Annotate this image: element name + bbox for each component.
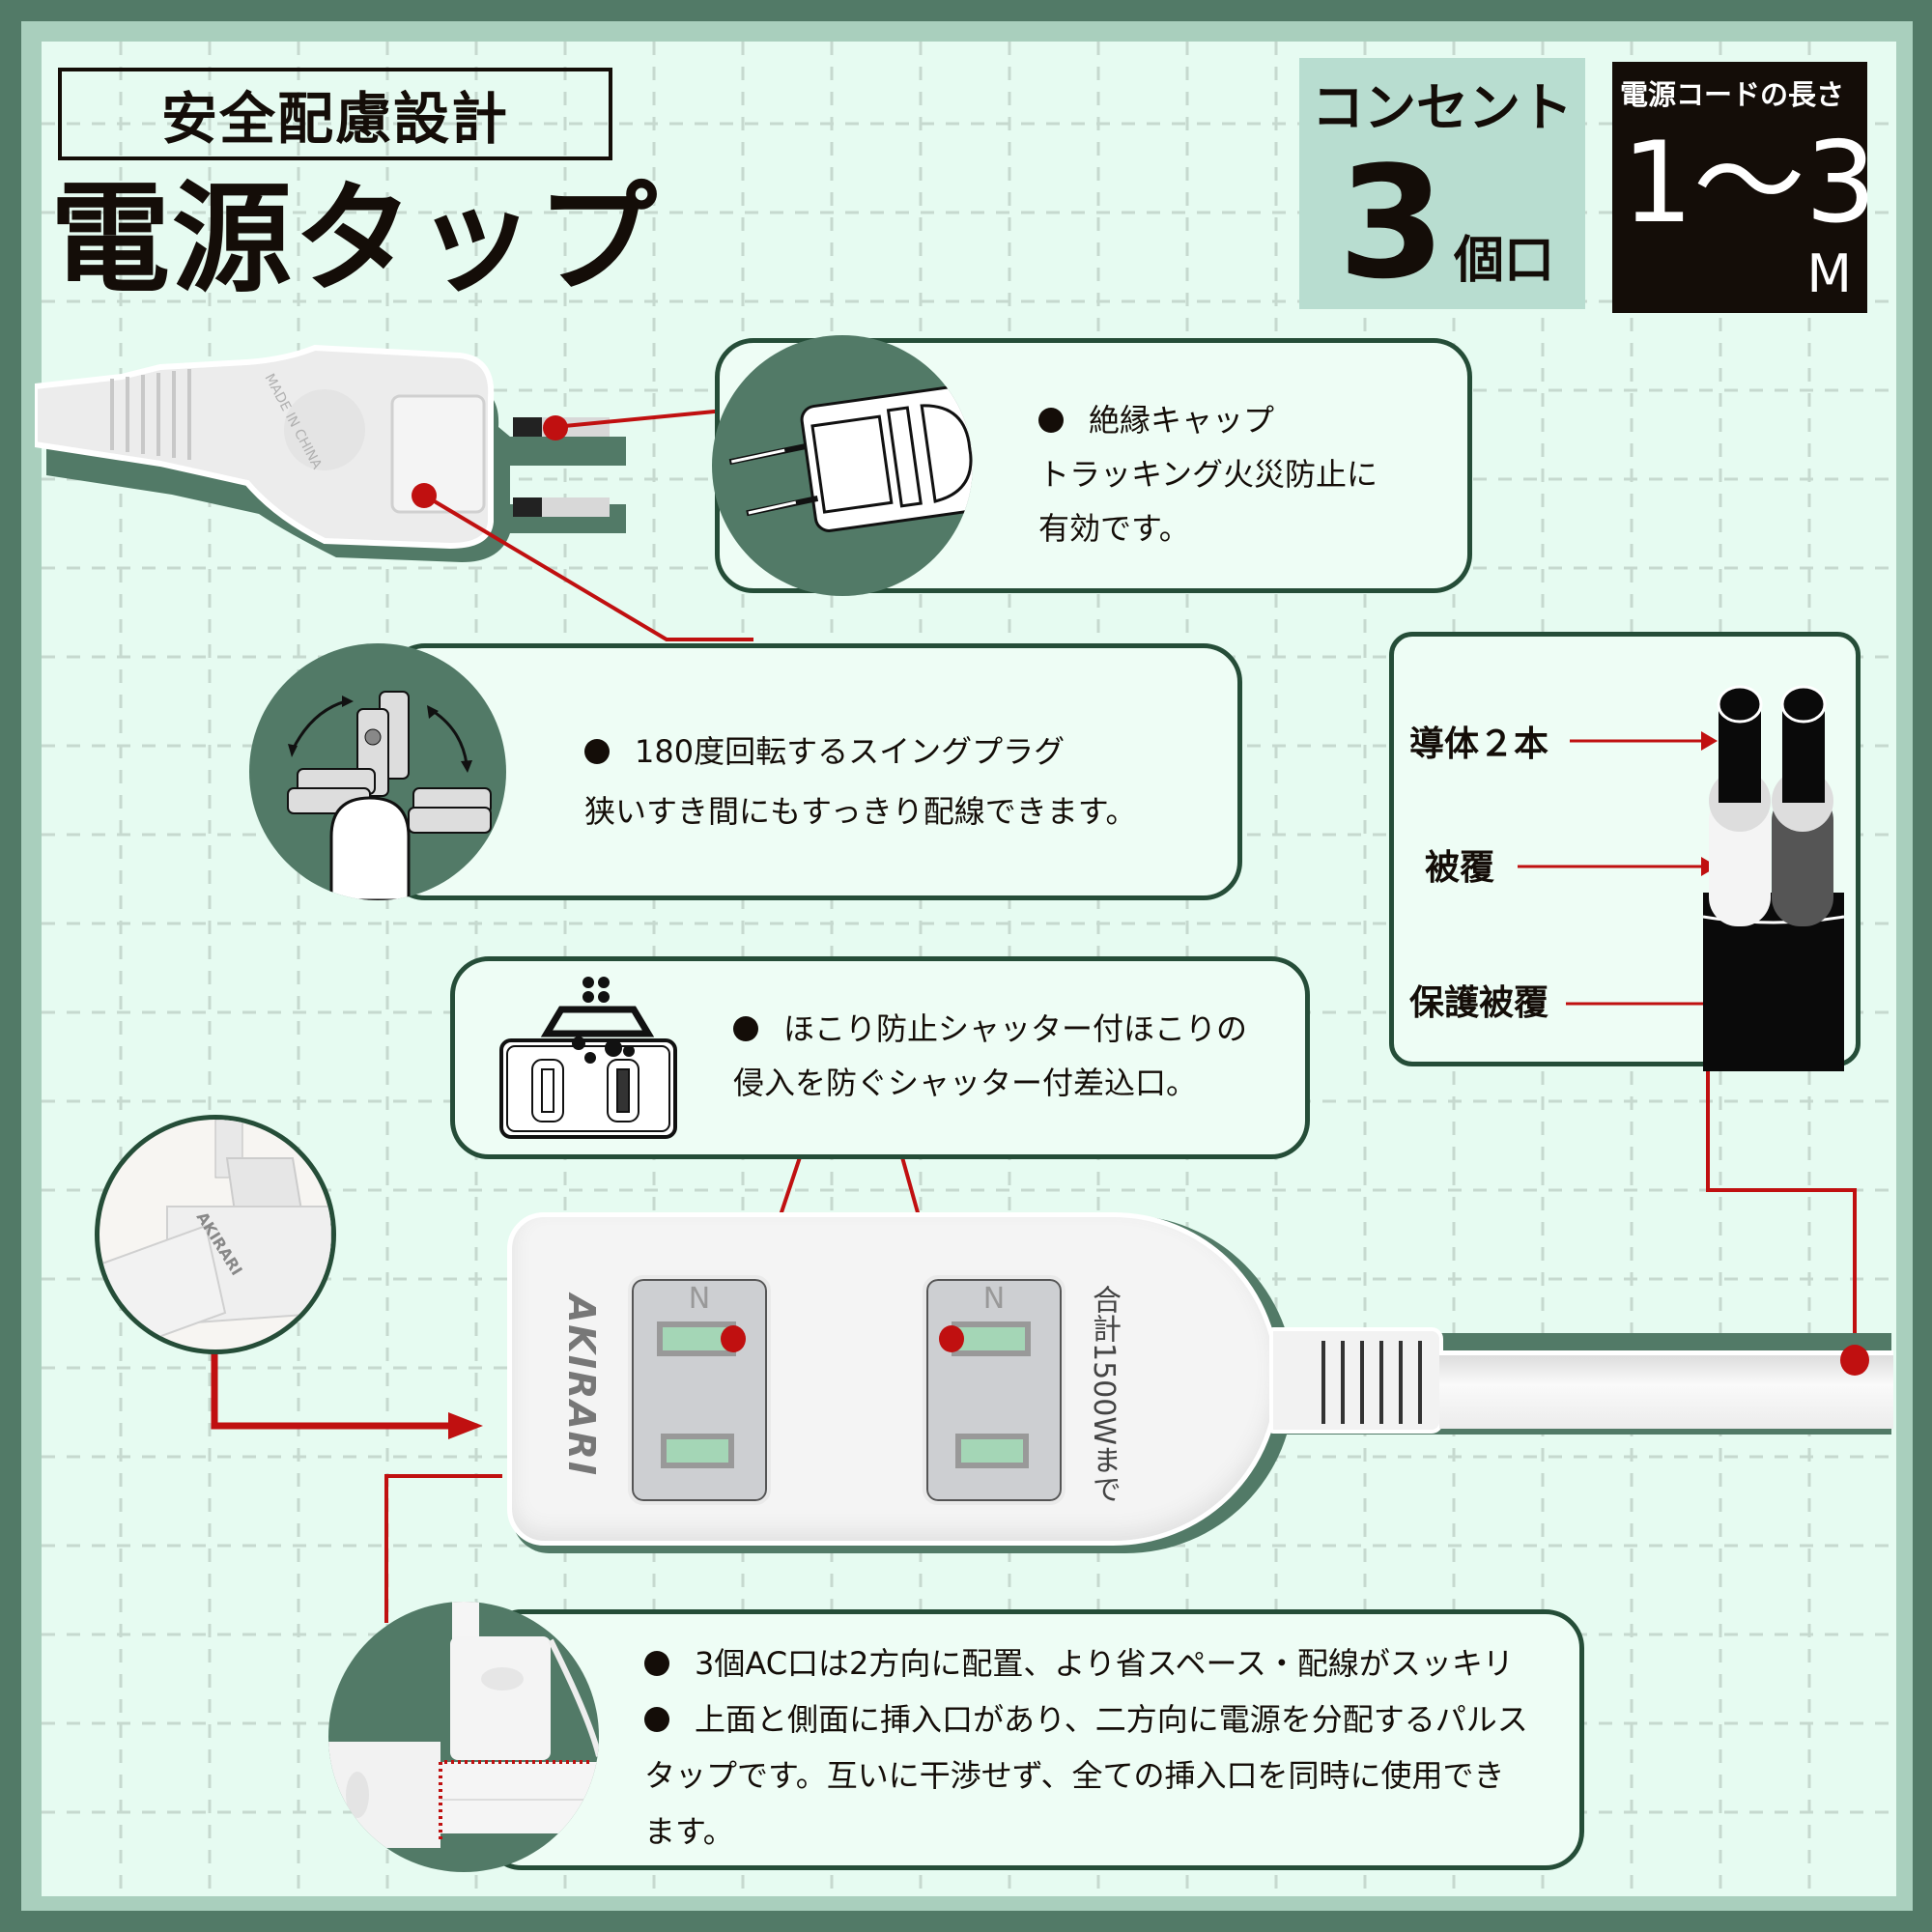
cable-cross-section bbox=[1518, 685, 1845, 1071]
cable-label-insulation: 被覆 bbox=[1425, 848, 1495, 888]
outlet-socket: N bbox=[628, 1275, 771, 1505]
two-direction-illustration bbox=[328, 1602, 599, 1872]
callout-dot bbox=[939, 1325, 964, 1352]
subtitle-text: 安全配慮設計 bbox=[160, 86, 509, 152]
cable-diagram: 導体２本 被覆 保護被覆 bbox=[1389, 632, 1861, 1071]
feature-item: 3個AC口は2方向に配置、より省スペース・配線がスッキリ bbox=[695, 1645, 1514, 1682]
outlet-mark: N bbox=[688, 1282, 711, 1316]
dust-shutter-icon bbox=[499, 977, 677, 1139]
power-cord bbox=[1439, 1350, 1893, 1429]
callout-dot bbox=[412, 483, 437, 508]
swing-plug-illustration bbox=[249, 643, 506, 900]
outlet-socket: N bbox=[923, 1275, 1065, 1505]
power-rating: 合計1500Wまで bbox=[1087, 1285, 1121, 1504]
callout-dot bbox=[721, 1325, 746, 1352]
feature-text: 180度回転するスイングプラグ 狭いすき間にもすっきり配線できます。 bbox=[584, 722, 1137, 841]
callout-dot bbox=[1840, 1345, 1869, 1376]
power-strip: AKIRARI N N 合計1500Wまで bbox=[507, 1212, 1280, 1546]
outlet-slot bbox=[955, 1434, 1029, 1468]
bullet-icon bbox=[644, 1651, 669, 1676]
outlet-slot bbox=[661, 1434, 734, 1468]
feature-line: トラッキング火災防止に bbox=[1038, 456, 1378, 493]
feature-title: ほこり防止シャッター付ほこりの bbox=[783, 1010, 1248, 1047]
insulation-cap-illustration bbox=[712, 335, 973, 596]
cord-length-unit: M bbox=[1806, 243, 1852, 304]
outlet-mark: N bbox=[982, 1282, 1006, 1316]
feature-line: 有効です。 bbox=[1038, 510, 1190, 547]
strain-relief bbox=[1269, 1327, 1443, 1434]
outlet-slot bbox=[657, 1321, 736, 1356]
cable-label-conductor: 導体２本 bbox=[1409, 724, 1549, 764]
feature-text: ほこり防止シャッター付ほこりの 侵入を防ぐシャッター付差込口。 bbox=[733, 1002, 1247, 1110]
feature-title: 絶縁キャップ bbox=[1089, 402, 1275, 439]
cable-label-sheath: 保護被覆 bbox=[1409, 983, 1549, 1023]
bullet-icon bbox=[1038, 408, 1064, 433]
cord-length-range: 1〜3 bbox=[1622, 118, 1877, 248]
outlet-count-badge: コンセント 3 個口 bbox=[1299, 58, 1585, 309]
brand-logo: AKIRARI bbox=[560, 1294, 603, 1478]
bullet-icon bbox=[644, 1707, 669, 1732]
cord-length-badge: 電源コードの長さ 1〜3 M bbox=[1612, 62, 1877, 313]
feature-item: 上面と側面に挿入口があり、二方向に電源を分配するパルス bbox=[695, 1701, 1528, 1738]
feature-line: タップです。互いに干渉せず、全ての挿入口を同時に使用でき bbox=[644, 1757, 1505, 1794]
outlet-count-unit: 個口 bbox=[1454, 232, 1555, 290]
feature-card-two-direction: 3個AC口は2方向に配置、より省スペース・配線がスッキリ 上面と側面に挿入口があ… bbox=[483, 1609, 1584, 1870]
callout-dot bbox=[543, 415, 568, 440]
plug-illustration: MADE IN CHINA bbox=[35, 344, 626, 562]
bullet-icon bbox=[584, 739, 610, 764]
outlet-slot bbox=[952, 1321, 1031, 1356]
side-outlet-photo: AKIRARI bbox=[95, 1115, 336, 1354]
feature-text: 3個AC口は2方向に配置、より省スペース・配線がスッキリ 上面と側面に挿入口があ… bbox=[644, 1635, 1528, 1860]
feature-card-swing-plug: 180度回転するスイングプラグ 狭いすき間にもすっきり配線できます。 bbox=[386, 643, 1242, 900]
outlet-count-number: 3 bbox=[1338, 132, 1446, 313]
outlet-count-label: コンセント bbox=[1312, 77, 1573, 138]
cord-length-label: 電源コードの長さ bbox=[1620, 78, 1845, 111]
subtitle-box: 安全配慮設計 bbox=[58, 68, 612, 160]
feature-line: 狭いすき間にもすっきり配線できます。 bbox=[584, 793, 1137, 830]
feature-line: 侵入を防ぐシャッター付差込口。 bbox=[733, 1065, 1198, 1101]
page-title: 電源タップ bbox=[50, 170, 660, 309]
feature-title: 180度回転するスイングプラグ bbox=[635, 733, 1065, 770]
feature-text: 絶縁キャップ トラッキング火災防止に 有効です。 bbox=[1038, 393, 1378, 555]
feature-line: ます。 bbox=[644, 1813, 734, 1850]
bullet-icon bbox=[733, 1016, 758, 1041]
feature-card-dust-shutter: ほこり防止シャッター付ほこりの 侵入を防ぐシャッター付差込口。 bbox=[450, 956, 1310, 1159]
